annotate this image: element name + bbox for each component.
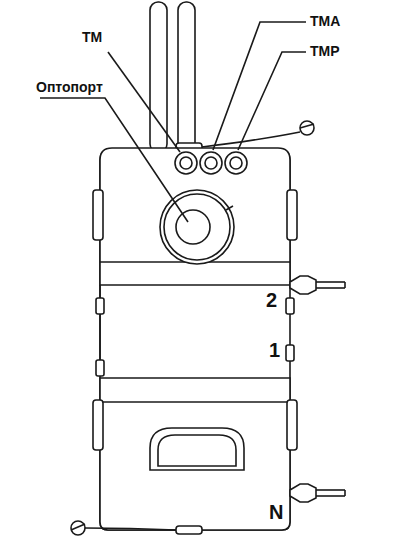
terminal-label: ТМ: [82, 30, 102, 44]
callout-number: N: [268, 502, 284, 522]
port-label: Оптопорт: [36, 80, 103, 94]
callout-number: 1: [268, 340, 281, 360]
terminal-label: ТМР: [310, 44, 340, 58]
callout-number: 2: [265, 290, 278, 310]
terminal-label: ТМА: [310, 14, 340, 28]
